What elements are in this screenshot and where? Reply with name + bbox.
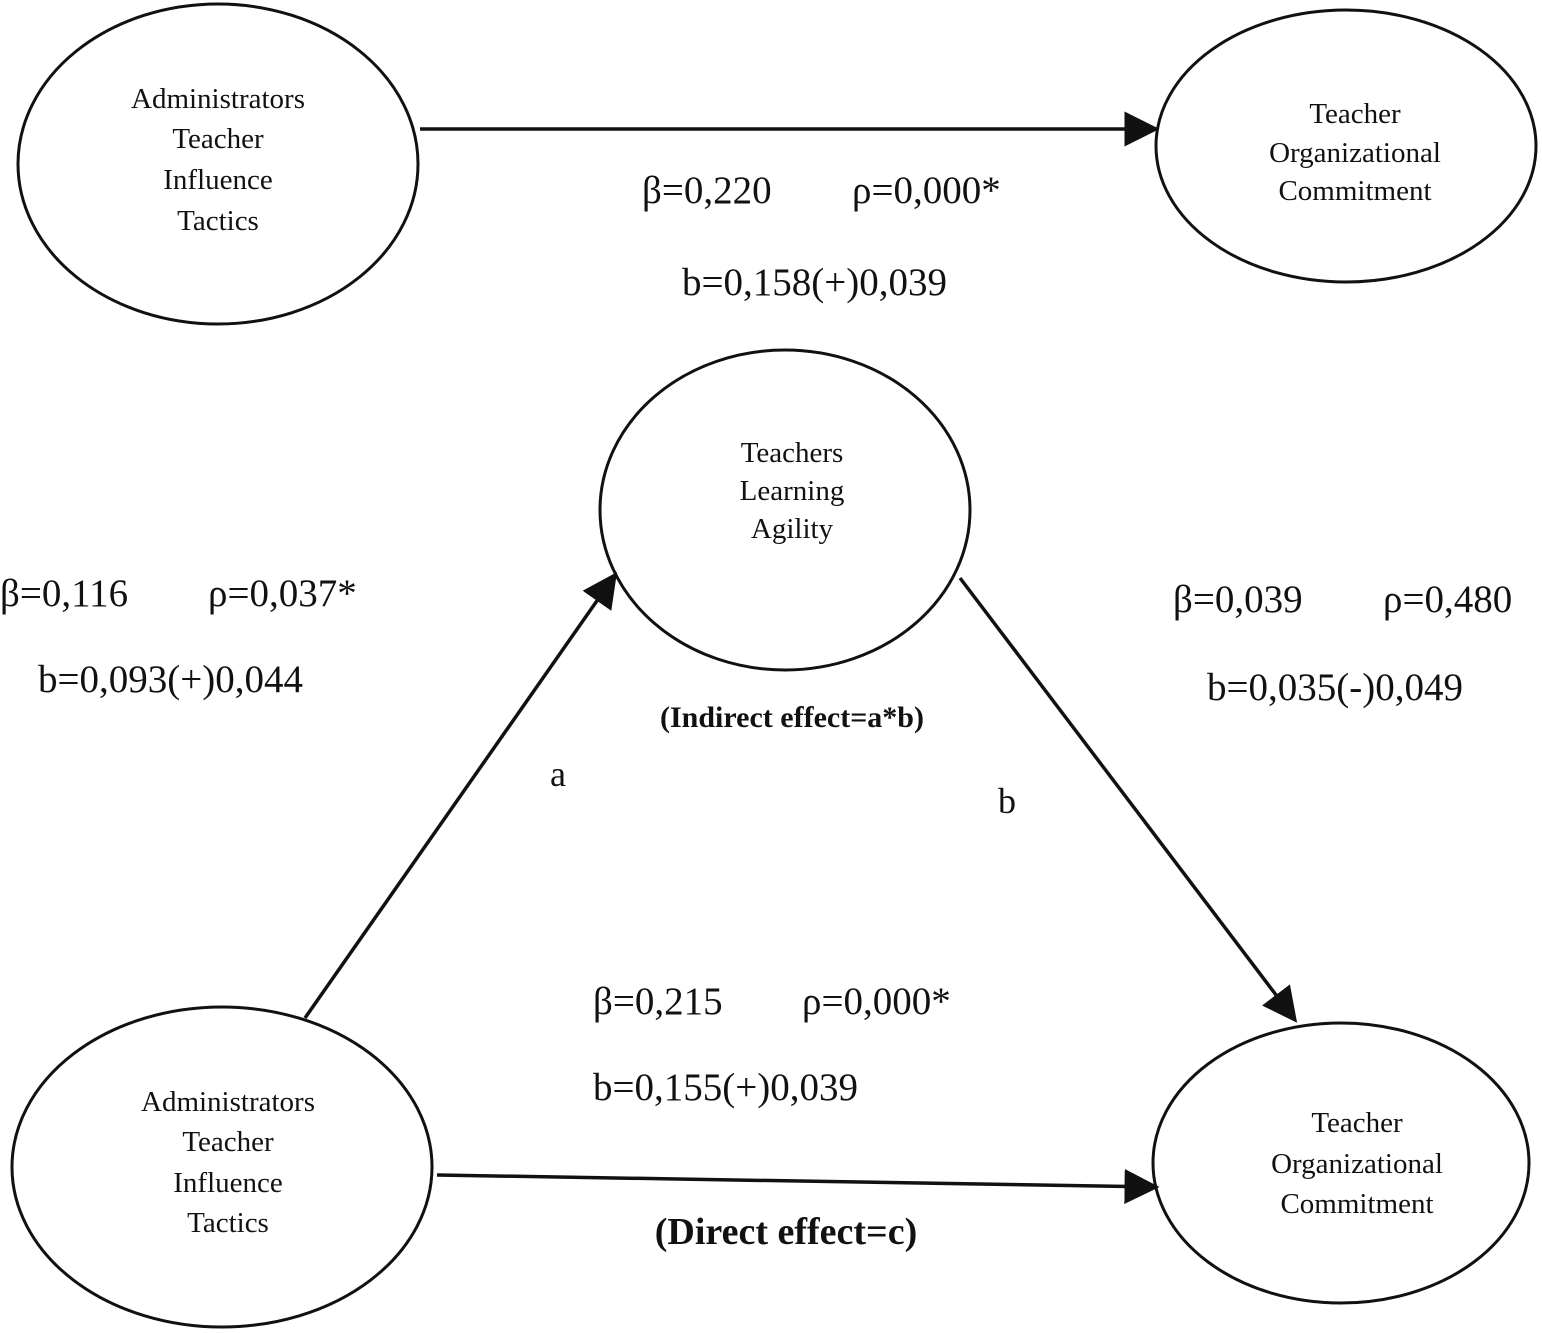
top-path-c-rho: ρ=0,000* xyxy=(852,169,1001,212)
path-b-arrow xyxy=(958,576,1298,1023)
path-a-rho: ρ=0,037* xyxy=(208,572,357,615)
path-c-direct-beta: β=0,215 xyxy=(593,980,723,1023)
bottom-target-label-line-1: Teacher xyxy=(1311,1107,1403,1139)
bottom-target-label-line-2: Organizational xyxy=(1271,1148,1443,1180)
top-source-node xyxy=(16,2,420,326)
top-model: Administrators Teacher Influence Tactics… xyxy=(16,2,1538,326)
bottom-target-label-line-3: Commitment xyxy=(1280,1188,1433,1220)
direct-effect-label: (Direct effect=c) xyxy=(655,1211,917,1253)
top-path-c-b: b=0,158(+)0,039 xyxy=(682,261,947,304)
bottom-model: Teachers Learning Agility Administrators… xyxy=(0,348,1531,1329)
bottom-source-label-line-2: Teacher xyxy=(182,1126,274,1158)
bottom-source-label-line-1: Administrators xyxy=(141,1086,315,1118)
bottom-target-node xyxy=(1151,1021,1531,1305)
indirect-effect-label: (Indirect effect=a*b) xyxy=(660,701,924,734)
path-b-rho: ρ=0,480 xyxy=(1383,578,1512,621)
path-c-direct-arrow xyxy=(436,1168,1160,1204)
path-a-arrow xyxy=(303,572,618,1020)
path-a-letter: a xyxy=(550,754,566,794)
mediator-label-line-1: Teachers xyxy=(741,437,844,469)
path-a-beta: β=0,116 xyxy=(0,572,128,615)
bottom-source-label-line-4: Tactics xyxy=(187,1207,269,1239)
top-source-label-line-3: Influence xyxy=(163,164,273,196)
top-source-label-line-4: Tactics xyxy=(177,205,259,237)
path-c-direct-rho: ρ=0,000* xyxy=(802,980,951,1023)
path-c-direct-b: b=0,155(+)0,039 xyxy=(593,1066,858,1109)
top-source-label-line-2: Teacher xyxy=(172,123,264,155)
top-target-label-line-3: Commitment xyxy=(1278,175,1431,207)
top-path-c-beta: β=0,220 xyxy=(642,169,772,212)
mediator-node xyxy=(598,348,972,672)
path-a-b: b=0,093(+)0,044 xyxy=(38,658,303,701)
path-b-beta: β=0,039 xyxy=(1173,578,1303,621)
top-target-label-line-1: Teacher xyxy=(1309,98,1401,130)
mediator-label-line-2: Learning xyxy=(740,475,845,507)
path-b-letter: b xyxy=(998,781,1016,821)
mediator-label-line-3: Agility xyxy=(751,513,834,545)
path-b-b: b=0,035(-)0,049 xyxy=(1207,666,1463,709)
top-source-label-line-1: Administrators xyxy=(131,83,305,115)
bottom-source-label-line-3: Influence xyxy=(173,1167,283,1199)
top-target-label-line-2: Organizational xyxy=(1269,137,1441,169)
bottom-source-node xyxy=(10,1005,434,1329)
